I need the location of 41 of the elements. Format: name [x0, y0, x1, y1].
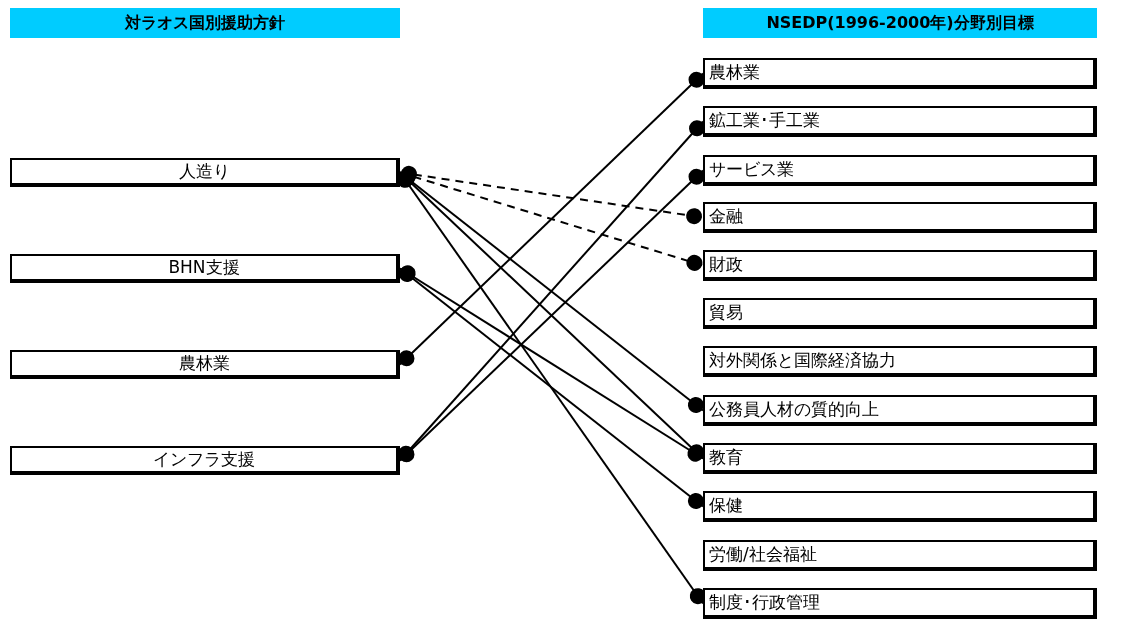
label-text: 対ラオス国別援助方針 — [125, 12, 285, 34]
connector-line — [399, 266, 704, 509]
label-text: 教育 — [709, 446, 743, 469]
label-box — [703, 250, 1097, 281]
label-box — [703, 540, 1097, 571]
header-band — [703, 8, 1097, 38]
connector-line — [399, 165, 704, 225]
label-box — [703, 491, 1097, 522]
label-text: 対外関係と国際経済協力 — [709, 349, 896, 372]
connector-line — [399, 167, 704, 271]
label-box — [703, 58, 1097, 89]
label-text: 農林業 — [178, 352, 230, 375]
label-text: インフラ支援 — [153, 448, 255, 471]
connector-line — [398, 71, 705, 367]
label-text: 財政 — [709, 253, 743, 276]
connector-line — [399, 265, 704, 462]
label-text: 制度･行政管理 — [709, 591, 820, 614]
label-box — [703, 298, 1097, 329]
label-text: BHN支援 — [168, 256, 240, 279]
label-text: 公務員人材の質的向上 — [709, 398, 879, 421]
label-box — [703, 395, 1097, 426]
label-box — [703, 202, 1097, 233]
label-text: 人造り — [178, 160, 230, 183]
label-box — [10, 446, 400, 475]
label-text: 労働/社会福祉 — [709, 543, 817, 566]
label-box — [10, 254, 400, 283]
label-box — [10, 350, 400, 379]
label-box — [703, 155, 1097, 186]
label-box — [703, 588, 1097, 619]
label-box — [703, 106, 1097, 137]
label-text: 金融 — [709, 205, 743, 228]
label-text: サービス業 — [709, 158, 794, 181]
label-text: 貿易 — [709, 301, 743, 324]
label-text: 農林業 — [709, 61, 760, 84]
label-box — [10, 158, 400, 187]
label-text: 鉱工業･手工業 — [709, 109, 820, 132]
label-text: 保健 — [709, 494, 743, 517]
label-box — [703, 346, 1097, 377]
label-text: NSEDP(1996-2000年)分野別目標 — [766, 12, 1034, 34]
header-band — [10, 8, 400, 38]
label-box — [703, 443, 1097, 474]
